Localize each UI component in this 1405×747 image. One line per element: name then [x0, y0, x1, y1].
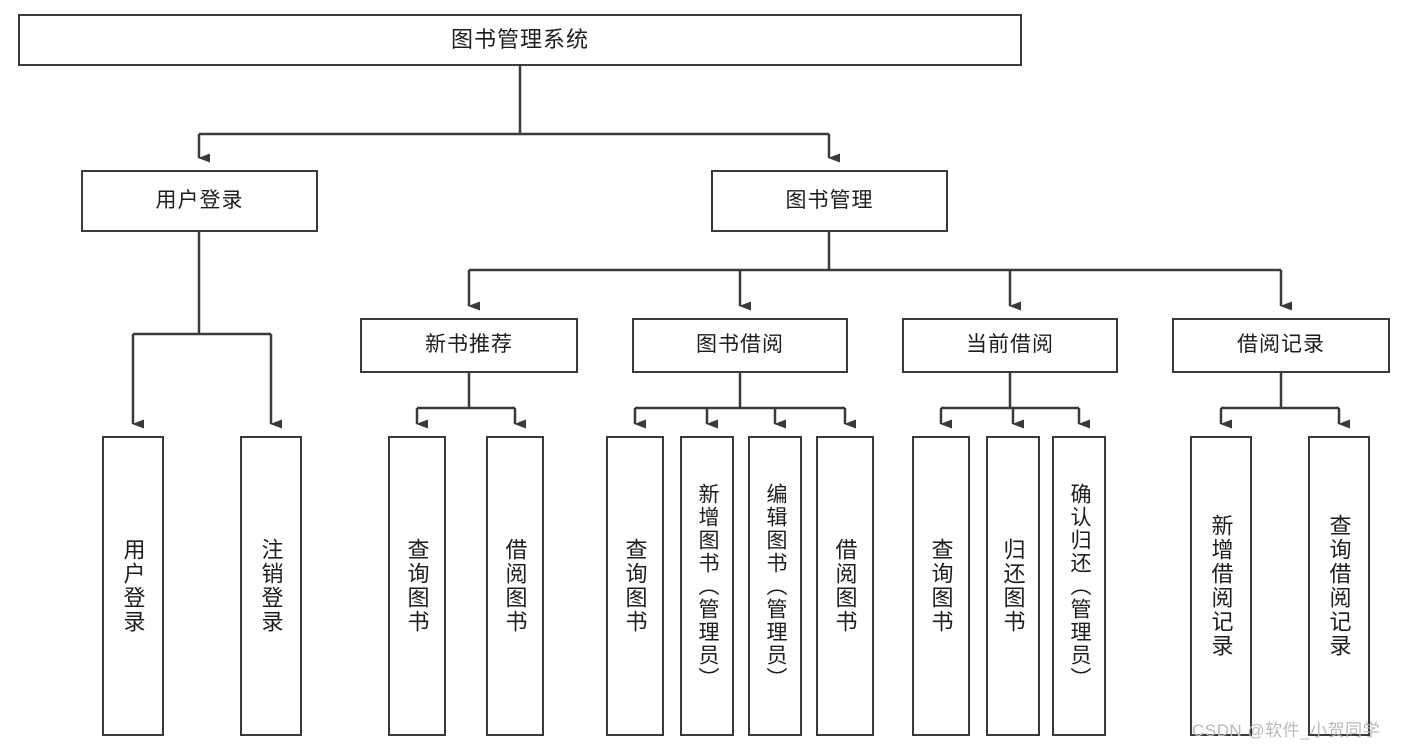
leaf-add-borrow-record-label: 新增借阅记录 — [1208, 514, 1234, 658]
leaf-borrow-book-label: 借阅图书 — [832, 538, 858, 634]
node-borrow-record-label: 借阅记录 — [1237, 333, 1325, 357]
leaf-add-book-admin-label: 新增图书（管理员） — [696, 482, 720, 690]
node-borrow-record[interactable]: 借阅记录 — [1172, 318, 1390, 373]
leaf-return-book-label: 归还图书 — [1000, 538, 1026, 634]
leaf-query-book-borrow-label: 查询图书 — [622, 538, 648, 634]
node-current-borrow[interactable]: 当前借阅 — [902, 318, 1118, 373]
node-book-management[interactable]: 图书管理 — [711, 170, 948, 232]
node-book-borrow-label: 图书借阅 — [696, 333, 784, 357]
leaf-confirm-return-admin-label: 确认归还（管理员） — [1068, 482, 1092, 690]
leaf-add-book-admin[interactable]: 新增图书（管理员） — [680, 436, 734, 736]
leaf-query-book-recommend-label: 查询图书 — [404, 538, 430, 634]
node-book-management-label: 图书管理 — [785, 188, 874, 212]
leaf-query-book-borrow[interactable]: 查询图书 — [606, 436, 664, 736]
node-root[interactable]: 图书管理系统 — [18, 14, 1022, 66]
leaf-user-login-label: 用户登录 — [120, 538, 146, 634]
node-book-borrow[interactable]: 图书借阅 — [632, 318, 848, 373]
node-user-login-label: 用户登录 — [155, 188, 244, 212]
leaf-return-book[interactable]: 归还图书 — [986, 436, 1040, 736]
leaf-edit-book-admin[interactable]: 编辑图书（管理员） — [748, 436, 802, 736]
leaf-query-book-current[interactable]: 查询图书 — [912, 436, 970, 736]
node-current-borrow-label: 当前借阅 — [966, 333, 1054, 357]
watermark: CSDN @软件_小贺同学 — [1192, 721, 1381, 740]
leaf-confirm-return-admin[interactable]: 确认归还（管理员） — [1052, 436, 1106, 736]
node-new-book-recommend-label: 新书推荐 — [425, 333, 513, 357]
leaf-edit-book-admin-label: 编辑图书（管理员） — [764, 482, 788, 690]
leaf-borrow-book-recommend-label: 借阅图书 — [502, 538, 528, 634]
leaf-logout-label: 注销登录 — [258, 538, 284, 634]
leaf-borrow-book[interactable]: 借阅图书 — [816, 436, 874, 736]
leaf-query-borrow-record[interactable]: 查询借阅记录 — [1308, 436, 1370, 736]
node-user-login[interactable]: 用户登录 — [81, 170, 318, 232]
leaf-query-book-current-label: 查询图书 — [928, 538, 954, 634]
leaf-logout[interactable]: 注销登录 — [240, 436, 302, 736]
node-root-label: 图书管理系统 — [450, 27, 589, 53]
leaf-borrow-book-recommend[interactable]: 借阅图书 — [486, 436, 544, 736]
leaf-user-login[interactable]: 用户登录 — [102, 436, 164, 736]
node-new-book-recommend[interactable]: 新书推荐 — [360, 318, 578, 373]
leaf-query-borrow-record-label: 查询借阅记录 — [1326, 514, 1352, 658]
leaf-add-borrow-record[interactable]: 新增借阅记录 — [1190, 436, 1252, 736]
leaf-query-book-recommend[interactable]: 查询图书 — [388, 436, 446, 736]
